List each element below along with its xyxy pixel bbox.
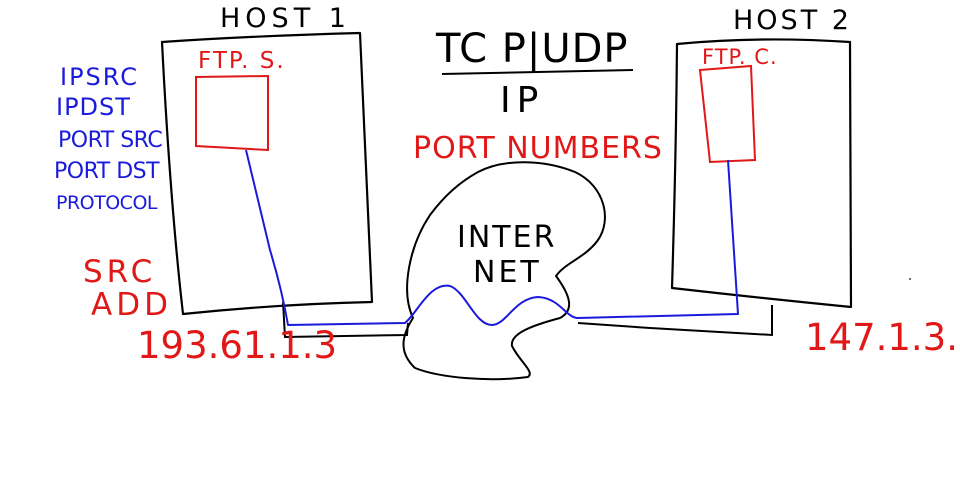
network-layer-label: IP xyxy=(500,80,544,121)
host2-label: HOST 2 xyxy=(733,5,852,36)
internet-label-line1: INTER xyxy=(457,220,556,255)
host2-address: 147.1.3.0 xyxy=(805,316,960,359)
stack-divider xyxy=(441,69,634,75)
internet-label-line2: NET xyxy=(473,255,542,290)
host1-label: HOST 1 xyxy=(220,3,351,34)
packet-field: PORT DST xyxy=(54,159,160,184)
packet-field: IPSRC xyxy=(60,63,139,91)
packet-field: PROTOCOL xyxy=(56,192,158,214)
ftp-client-label: FTP. C. xyxy=(702,45,778,69)
ftp-server-box xyxy=(195,74,269,152)
src-add-label-line1: SRC xyxy=(83,254,156,290)
packet-field-list: IPSRC IPDST PORT SRC PORT DST PROTOCOL xyxy=(54,63,163,214)
ftp-client-box xyxy=(698,64,757,164)
host1-box xyxy=(160,31,374,316)
connection-path xyxy=(245,149,739,326)
stray-dot xyxy=(909,278,911,280)
ftp-server-label: FTP. S. xyxy=(198,48,286,74)
port-numbers-label: PORT NUMBERS xyxy=(413,131,663,166)
packet-field: PORT SRC xyxy=(58,128,162,153)
host2-connector xyxy=(577,305,773,337)
host2-box xyxy=(670,38,853,309)
host1-address: 193.61.1.3 xyxy=(137,324,337,367)
packet-field: IPDST xyxy=(56,93,131,121)
transport-layer-label: TC P|UDP xyxy=(435,26,629,72)
internet-cloud xyxy=(402,161,606,381)
src-add-label-line2: ADD xyxy=(91,287,172,323)
